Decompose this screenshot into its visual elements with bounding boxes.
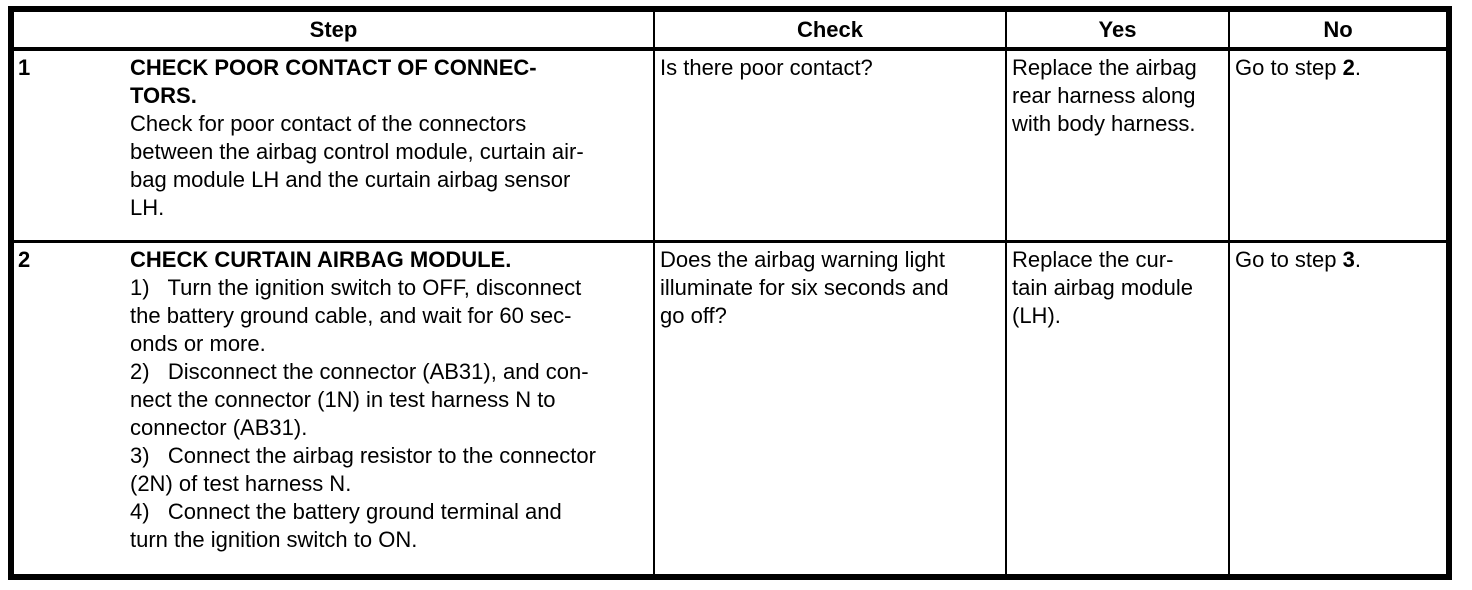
row-2-step-body: 1) Turn the ignition switch to OFF, disc… xyxy=(130,275,596,552)
row-1-no-step-ref: 2 xyxy=(1342,55,1355,80)
row-2-no-text: Go to step 3. xyxy=(1235,246,1442,274)
header-step-label: Step xyxy=(309,16,358,42)
row-1-step-body: Check for poor contact of the connectors… xyxy=(130,111,584,220)
row-2-check-text: Does the airbag warning light illuminate… xyxy=(660,247,949,328)
row-1-step-number: 1 xyxy=(18,55,31,80)
row-1-check-cell: Is there poor contact? xyxy=(655,51,1007,243)
row-2-step-title: CHECK CURTAIN AIRBAG MODULE. xyxy=(130,247,512,272)
row-1-step-title: CHECK POOR CONTACT OF CONNEC- TORS. xyxy=(130,55,537,108)
row-2-check-cell: Does the airbag warning light illuminate… xyxy=(655,243,1007,574)
row-1-no-cell: Go to step 2. xyxy=(1230,51,1446,243)
header-no: No xyxy=(1230,12,1446,51)
row-1-check-text: Is there poor contact? xyxy=(660,55,873,80)
row-1-no-prefix: Go to step xyxy=(1235,55,1343,80)
row-1-step-description: CHECK POOR CONTACT OF CONNEC- TORS. Chec… xyxy=(130,54,653,222)
row-2-step-cell: 2 CHECK CURTAIN AIRBAG MODULE. 1) Turn t… xyxy=(14,243,655,574)
header-step: Step xyxy=(14,12,655,51)
row-2-step-number: 2 xyxy=(18,247,31,272)
diagnostic-table: Step Check Yes No 1 CHECK POOR CONTACT O… xyxy=(8,6,1452,580)
row-1-no-suffix: . xyxy=(1354,55,1361,80)
row-1-yes-text: Replace the airbag rear harness along wi… xyxy=(1012,55,1197,136)
row-2-no-step-ref: 3 xyxy=(1342,247,1355,272)
header-check-label: Check xyxy=(796,16,864,42)
row-1-step-cell: 1 CHECK POOR CONTACT OF CONNEC- TORS. Ch… xyxy=(14,51,655,243)
row-1-no-text: Go to step 2. xyxy=(1235,54,1442,82)
row-2-no-suffix: . xyxy=(1354,247,1361,272)
row-2-no-cell: Go to step 3. xyxy=(1230,243,1446,574)
row-1-yes-cell: Replace the airbag rear harness along wi… xyxy=(1007,51,1230,243)
row-2-no-prefix: Go to step xyxy=(1235,247,1343,272)
row-2-yes-cell: Replace the cur- tain airbag module (LH)… xyxy=(1007,243,1230,574)
header-check: Check xyxy=(655,12,1007,51)
header-no-label: No xyxy=(1323,16,1353,42)
header-yes: Yes xyxy=(1007,12,1230,51)
header-yes-label: Yes xyxy=(1098,16,1137,42)
row-2-yes-text: Replace the cur- tain airbag module (LH)… xyxy=(1012,247,1194,328)
row-2-step-description: CHECK CURTAIN AIRBAG MODULE. 1) Turn the… xyxy=(130,246,653,554)
